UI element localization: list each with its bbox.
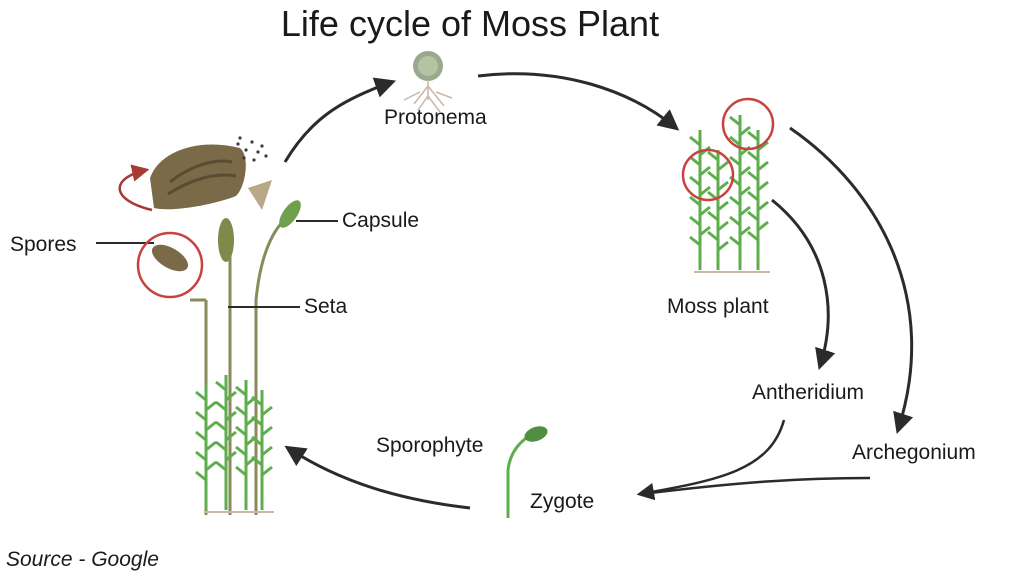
label-archegonium: Archegonium xyxy=(852,441,976,464)
moss-plant-illustration xyxy=(681,97,775,273)
label-sporophyte: Sporophyte xyxy=(376,434,484,457)
source-caption: Source - Google xyxy=(6,548,159,571)
arrow-sporophyte-to-protonema xyxy=(283,77,396,163)
arrow-moss-plant-to-archegonium xyxy=(789,126,914,434)
gametophyte-with-sporophytes xyxy=(151,200,301,515)
highlight-circle-archegonium xyxy=(721,97,775,151)
young-sporophyte-illustration xyxy=(506,426,548,518)
label-seta: Seta xyxy=(304,295,348,318)
highlight-circle-spores xyxy=(136,231,204,299)
page-title: Life cycle of Moss Plant xyxy=(280,3,660,44)
arrow-spores-release xyxy=(118,164,153,212)
label-antheridium: Antheridium xyxy=(752,381,865,404)
label-zygote: Zygote xyxy=(530,490,595,513)
label-capsule: Capsule xyxy=(342,209,420,232)
highlight-circle-antheridium xyxy=(681,148,735,202)
label-spores: Spores xyxy=(10,233,77,256)
arrow-archegonium-to-zygote xyxy=(641,476,871,496)
label-protonema: Protonema xyxy=(384,106,487,129)
spore-capsule-illustration xyxy=(150,136,272,210)
arrow-moss-plant-to-antheridium xyxy=(771,198,836,370)
arrow-protonema-to-moss-plant xyxy=(477,72,680,131)
label-moss-plant: Moss plant xyxy=(667,295,769,318)
arrow-zygote-to-gametophyte xyxy=(284,445,471,510)
arrow-antheridium-to-zygote xyxy=(636,419,786,501)
protonema-illustration xyxy=(403,51,453,113)
